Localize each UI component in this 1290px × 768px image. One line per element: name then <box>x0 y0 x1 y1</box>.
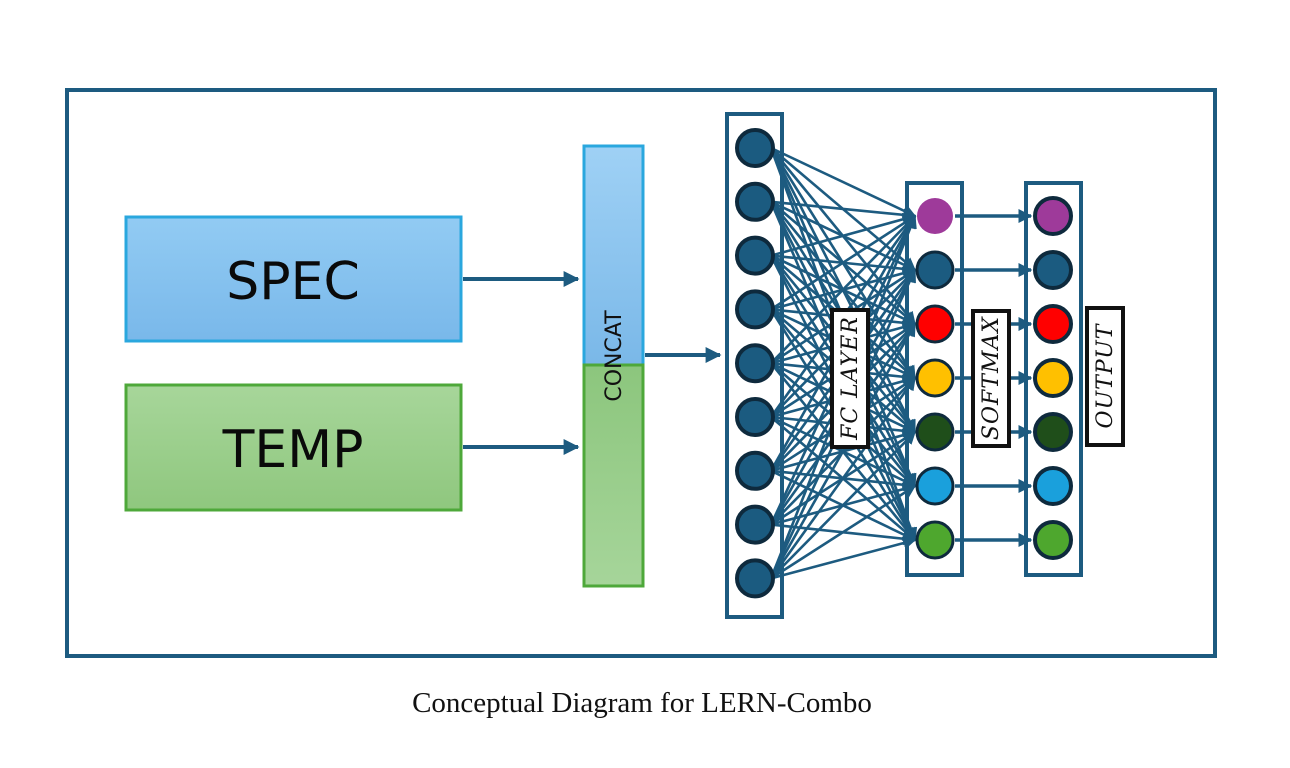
concat-block: CONCAT <box>582 144 645 588</box>
fc-node <box>735 289 775 330</box>
fc-connection-line <box>770 214 917 311</box>
fc-connection-line <box>769 376 917 580</box>
output-node <box>1033 466 1073 506</box>
spec-block: SPEC <box>124 215 463 343</box>
spec-box <box>124 215 463 343</box>
softmax-node <box>917 198 953 234</box>
temp-box <box>124 383 463 512</box>
figure-caption: Conceptual Diagram for LERN-Combo <box>412 687 872 719</box>
fc-node <box>735 235 775 276</box>
fc-connection-line <box>770 431 916 580</box>
softmax-node <box>915 304 955 344</box>
fc-layer-tag: FC LAYER <box>830 308 870 449</box>
output-node <box>1033 304 1073 344</box>
fc-node <box>735 128 775 168</box>
fc-connection-line <box>770 146 917 218</box>
output-tag: OUTPUT <box>1085 306 1125 447</box>
concat-label: CONCAT <box>602 310 627 402</box>
softmax-node <box>915 250 955 290</box>
fc-connection-line <box>770 484 917 580</box>
softmax-tag-box <box>971 309 1011 448</box>
fc-node <box>735 343 775 384</box>
output-label: OUTPUT <box>1093 322 1118 428</box>
concat-bottom-segment <box>582 363 645 588</box>
fc-node <box>735 450 775 491</box>
fc-connection-line <box>770 212 917 257</box>
output-node <box>1033 520 1073 560</box>
output-tag-box <box>1085 306 1125 447</box>
softmax-nodes <box>915 198 955 560</box>
softmax-node <box>915 520 955 560</box>
spec-label: SPEC <box>226 252 360 312</box>
output-node <box>1033 358 1073 398</box>
output-node <box>1033 250 1073 290</box>
fc-nodes <box>735 128 775 599</box>
softmax-node <box>915 412 955 452</box>
softmax-node <box>915 466 955 506</box>
output-node <box>1033 412 1073 452</box>
fc-connection-line <box>770 215 916 365</box>
fc-connection-line <box>770 536 917 580</box>
fc-node <box>735 397 775 437</box>
temp-block: TEMP <box>124 383 463 512</box>
temp-label: TEMP <box>222 420 364 480</box>
fc-node <box>735 558 775 599</box>
fc-layer-tag-box <box>830 308 870 449</box>
output-nodes <box>1033 196 1073 560</box>
softmax-node <box>915 358 955 398</box>
fc-node <box>735 504 775 545</box>
softmax-tag: SOFTMAX <box>971 309 1011 448</box>
fc-connection-line <box>769 322 917 580</box>
fc-connection-line <box>770 200 917 222</box>
output-node <box>1033 196 1073 236</box>
fc-layer-label: FC LAYER <box>838 316 863 441</box>
softmax-label: SOFTMAX <box>979 316 1004 440</box>
concat-top-segment <box>582 144 645 367</box>
fc-node <box>735 181 775 222</box>
